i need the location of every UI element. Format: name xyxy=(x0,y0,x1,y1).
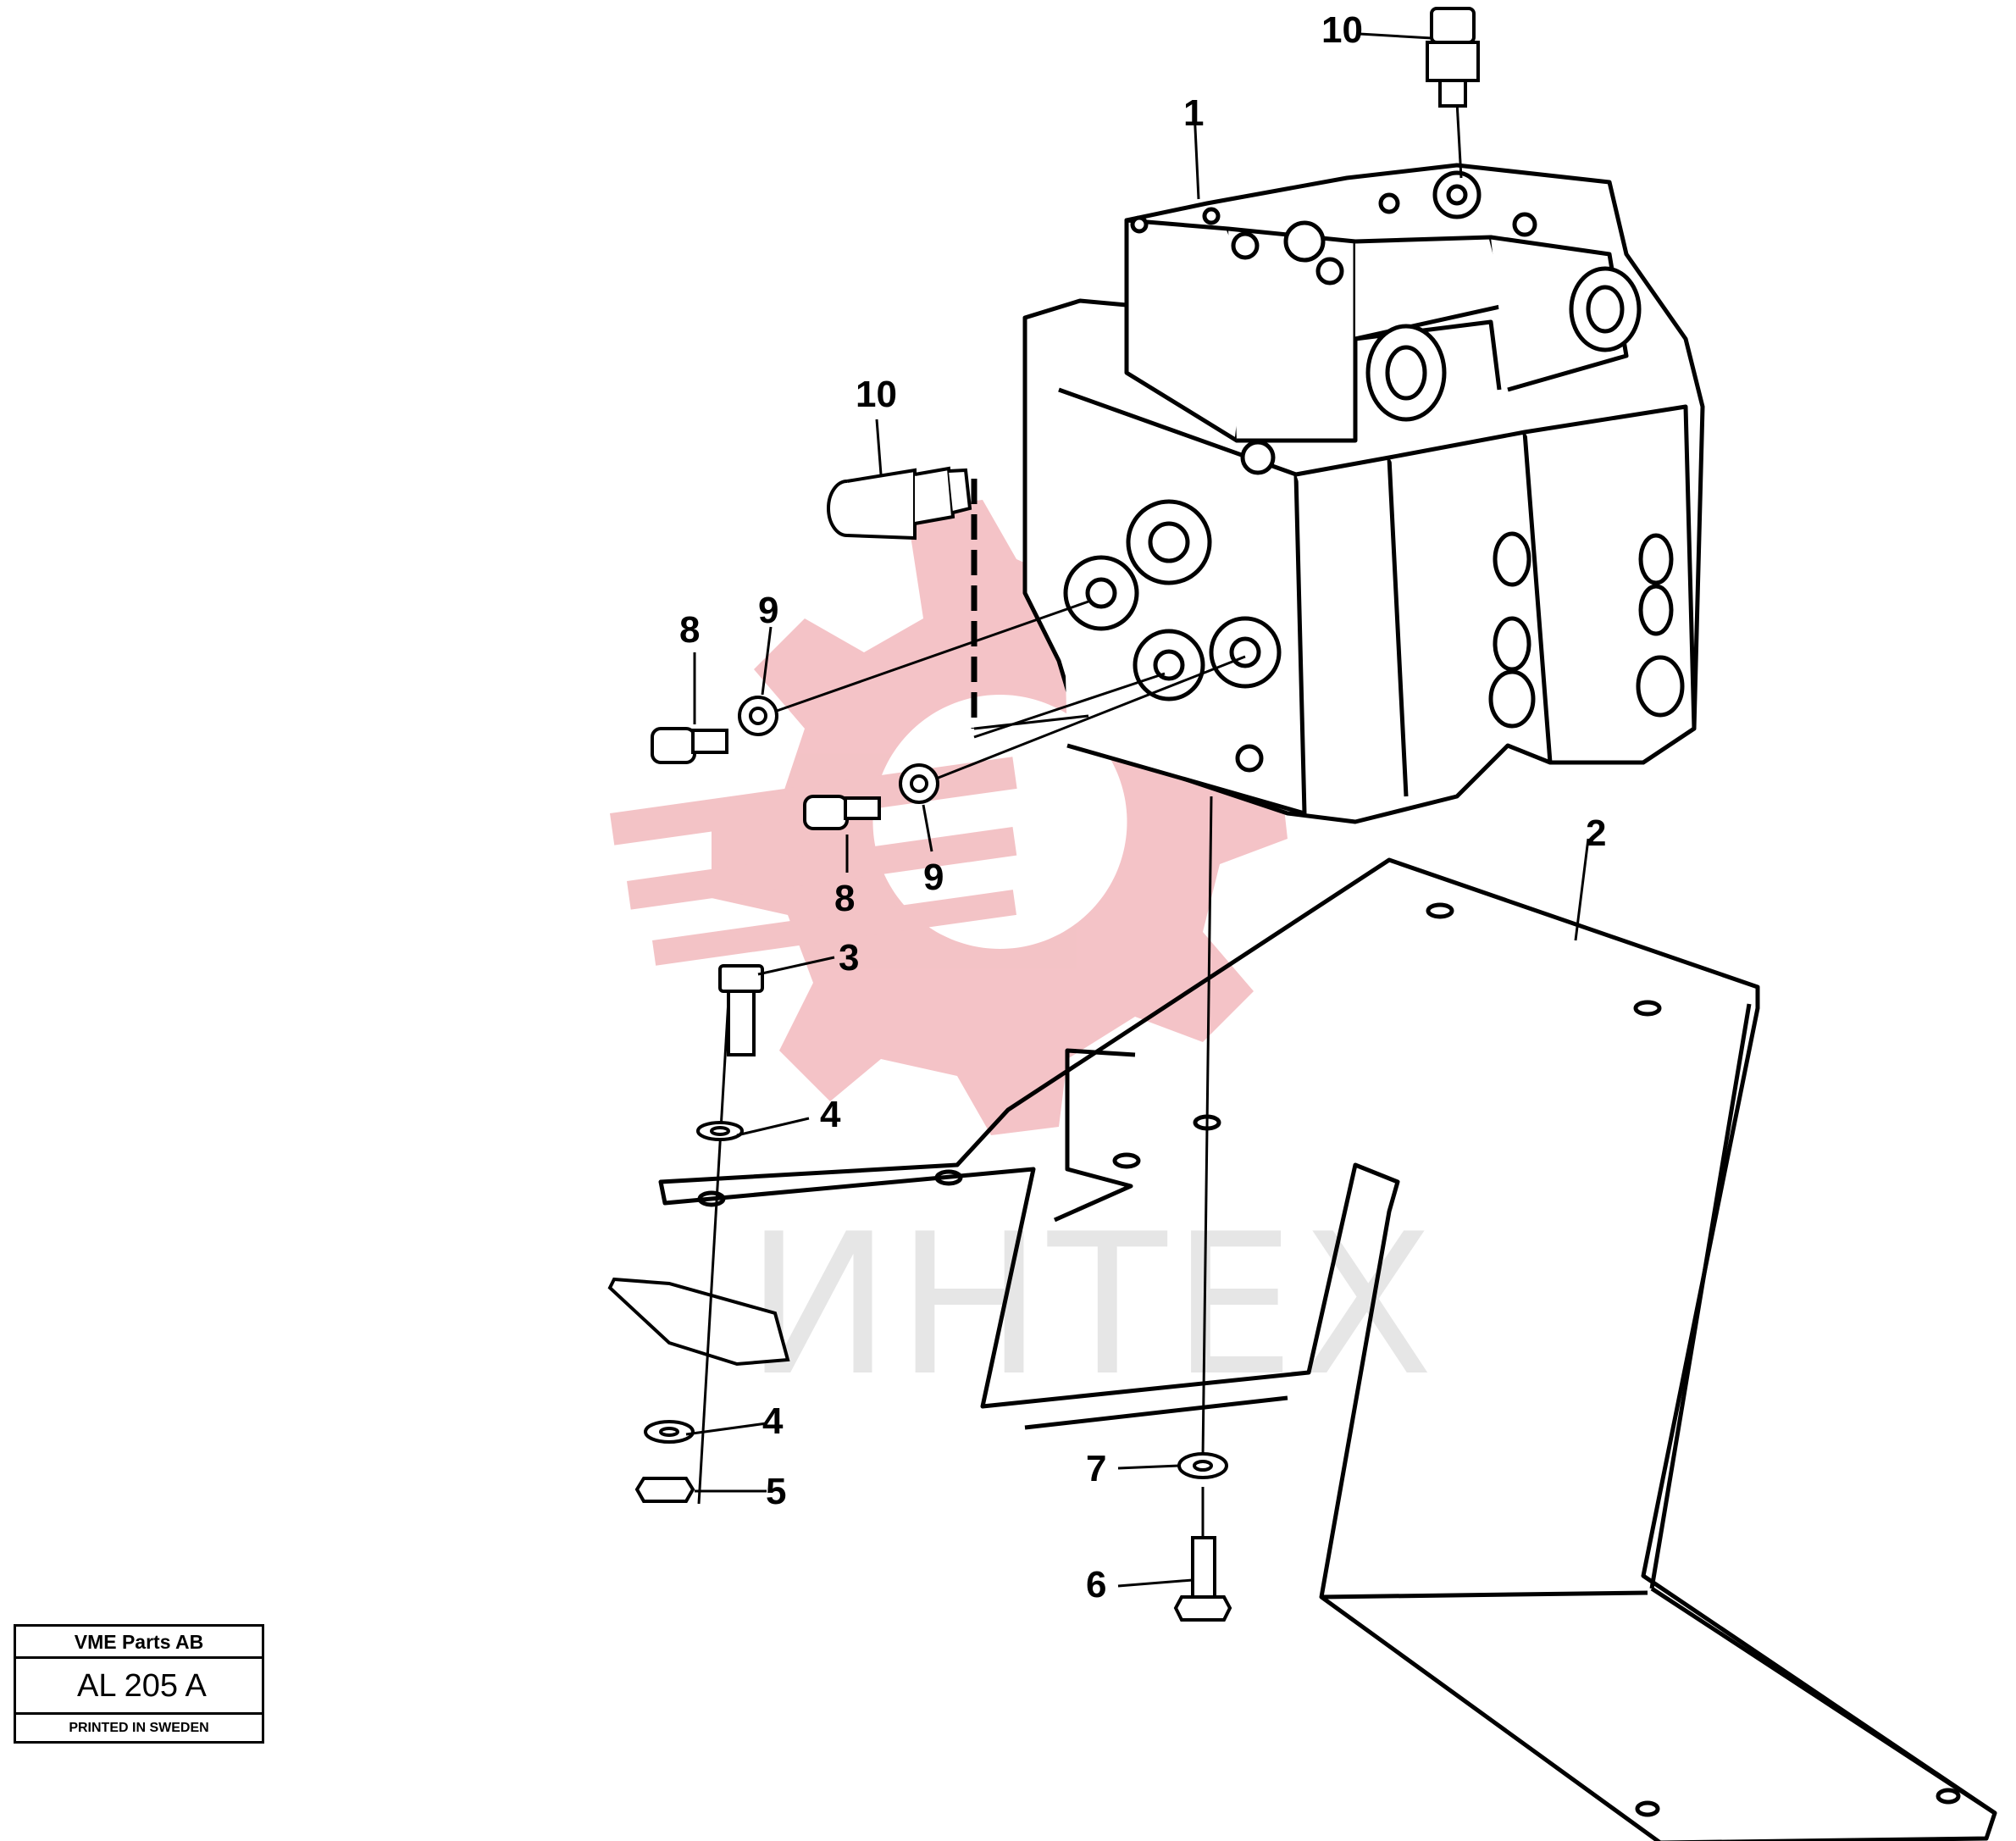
washer-4-lower xyxy=(644,1420,695,1444)
bolt-3 xyxy=(718,964,764,1056)
callout-label: 5 xyxy=(766,1471,786,1512)
company-name: VME Parts AB xyxy=(16,1627,262,1659)
washer-7 xyxy=(1177,1452,1228,1479)
callout-label: 1 xyxy=(1183,92,1204,134)
callout-label: 9 xyxy=(758,590,778,631)
printed-note: PRINTED IN SWEDEN xyxy=(69,1721,209,1735)
callout-label: 10 xyxy=(856,374,897,415)
plug-8-lower xyxy=(803,795,881,830)
callout-label: 8 xyxy=(834,878,855,919)
assembly-lines xyxy=(697,101,1463,1555)
rubber-pad xyxy=(607,1277,790,1367)
callout-label: 8 xyxy=(679,609,700,651)
callout-label: 3 xyxy=(839,937,859,979)
callout-label: 4 xyxy=(820,1094,841,1135)
washer-9-lower xyxy=(899,763,939,804)
callout-label: 7 xyxy=(1086,1448,1106,1489)
drawing-code: AL 205 A xyxy=(16,1659,262,1715)
washer-9-upper xyxy=(738,696,778,736)
callout-label: 2 xyxy=(1586,812,1606,854)
nipple-10-side xyxy=(827,466,972,541)
callout-label: 9 xyxy=(923,857,944,898)
callout-label: 4 xyxy=(762,1400,784,1442)
watermark-text: ИНТЕХ xyxy=(745,1193,1438,1419)
washer-4-upper xyxy=(696,1121,744,1141)
control-valve-block xyxy=(1022,163,1705,824)
bolt-6 xyxy=(1173,1536,1232,1622)
title-block: VME Parts AB AL 205 A PRINTED IN SWEDEN xyxy=(14,1624,264,1744)
callout-leaders xyxy=(685,32,1590,1588)
nut-5 xyxy=(634,1477,695,1503)
callout-label: 6 xyxy=(1086,1564,1106,1605)
plug-8-upper xyxy=(651,727,728,764)
nipple-10-top xyxy=(1426,7,1480,108)
callout-label: 10 xyxy=(1321,9,1363,51)
